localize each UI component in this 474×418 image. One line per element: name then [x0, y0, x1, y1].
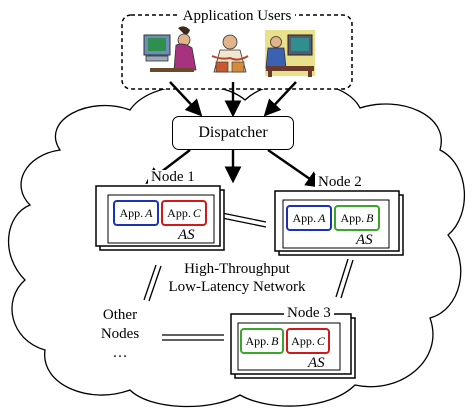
users-to-dispatcher-arrows	[169, 81, 297, 118]
node-2-title: Node 2	[315, 175, 365, 190]
node-1-as-label: AS	[178, 227, 195, 243]
node-2-app-a[interactable]: App.A	[286, 205, 332, 231]
users-group-title: Application Users	[0, 8, 474, 24]
desktop-user-icon	[265, 30, 315, 77]
network-label-line-1: High-Throughput	[184, 261, 290, 277]
node-1-app-c[interactable]: App.C	[161, 200, 207, 226]
node-1-app-a[interactable]: App.A	[113, 200, 159, 226]
node-3-title: Node 3	[284, 306, 334, 321]
medical-user-icon	[211, 34, 249, 73]
node-3-as-label: AS	[308, 355, 325, 371]
dispatcher-box[interactable]: Dispatcher	[172, 116, 294, 150]
other-nodes-label: Other Nodes …	[100, 307, 140, 361]
network-links	[143, 212, 354, 341]
node-2-as-label: AS	[356, 232, 373, 248]
node-2-app-b[interactable]: App.B	[334, 205, 380, 231]
dispatcher-label: Dispatcher	[198, 124, 268, 141]
node-1-title: Node 1	[148, 170, 198, 185]
node-3-app-c[interactable]: App.C	[286, 328, 330, 354]
network-label-line-2: Low-Latency Network	[168, 279, 306, 295]
computer-user-icon	[143, 26, 197, 72]
node-3-app-b[interactable]: App.B	[240, 328, 284, 354]
